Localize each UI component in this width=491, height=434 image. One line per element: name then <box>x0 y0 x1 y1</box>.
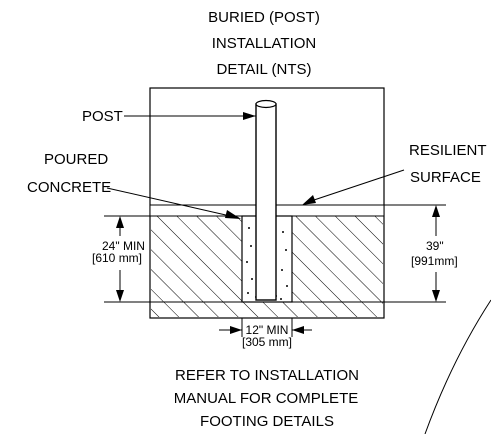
depth-total-metric-label: [991mm] <box>411 254 458 268</box>
surface-label-line-1: RESILIENT <box>409 142 487 159</box>
concrete-label-line-1: POURED <box>44 151 108 168</box>
title-line-1: BURIED (POST) <box>208 9 320 26</box>
post-label: POST <box>82 108 123 125</box>
title-line-3: DETAIL (NTS) <box>216 61 311 78</box>
depth-total-dimension <box>292 204 446 303</box>
depth-total-label: 39" <box>426 239 444 253</box>
post-top <box>255 99 277 109</box>
concrete-leader-arrow <box>225 210 241 219</box>
note-line-2: MANUAL FOR COMPLETE <box>174 390 358 407</box>
width-min-dimension <box>219 318 312 337</box>
post <box>255 103 277 301</box>
surface-label-line-2: SURFACE <box>410 169 481 186</box>
concrete-label-line-2: CONCRETE <box>27 179 111 196</box>
width-min-label: 12" MIN <box>246 323 289 337</box>
width-min-metric-label: [305 mm] <box>242 335 292 349</box>
title-line-2: INSTALLATION <box>212 35 316 52</box>
concrete-leader-line <box>106 187 240 219</box>
note-line-1: REFER TO INSTALLATION <box>175 367 359 384</box>
boundary-arc <box>424 299 491 434</box>
post-leader-arrow <box>243 112 256 120</box>
depth-min-label: 24" MIN <box>102 239 145 253</box>
surface-leader-arrow <box>302 195 316 205</box>
depth-min-dimension <box>104 215 242 303</box>
note-line-3: FOOTING DETAILS <box>200 413 334 430</box>
detail-frame <box>149 87 385 319</box>
depth-min-metric-label: [610 mm] <box>92 251 142 265</box>
surface-leader-line <box>304 169 405 204</box>
